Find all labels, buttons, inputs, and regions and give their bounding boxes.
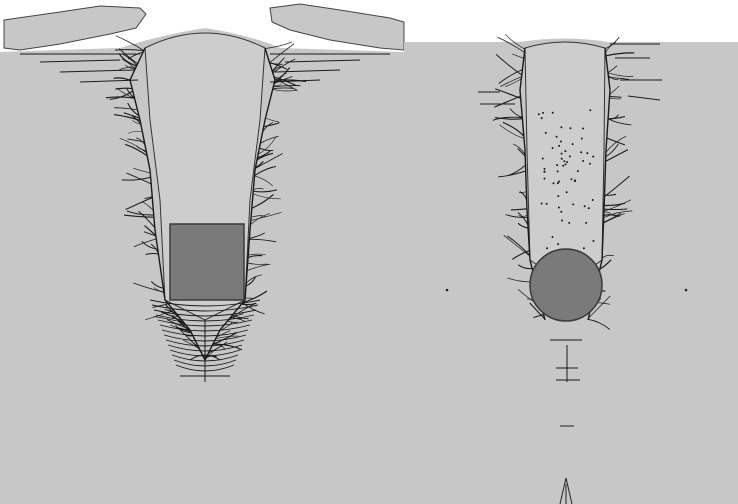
left-panel — [0, 4, 404, 504]
right-panel — [404, 34, 738, 504]
left-spall-fragment-left — [4, 6, 146, 50]
left-square-projectile — [170, 224, 244, 300]
right-spherical-projectile — [530, 249, 602, 321]
left-spall-fragment-right — [270, 4, 404, 50]
